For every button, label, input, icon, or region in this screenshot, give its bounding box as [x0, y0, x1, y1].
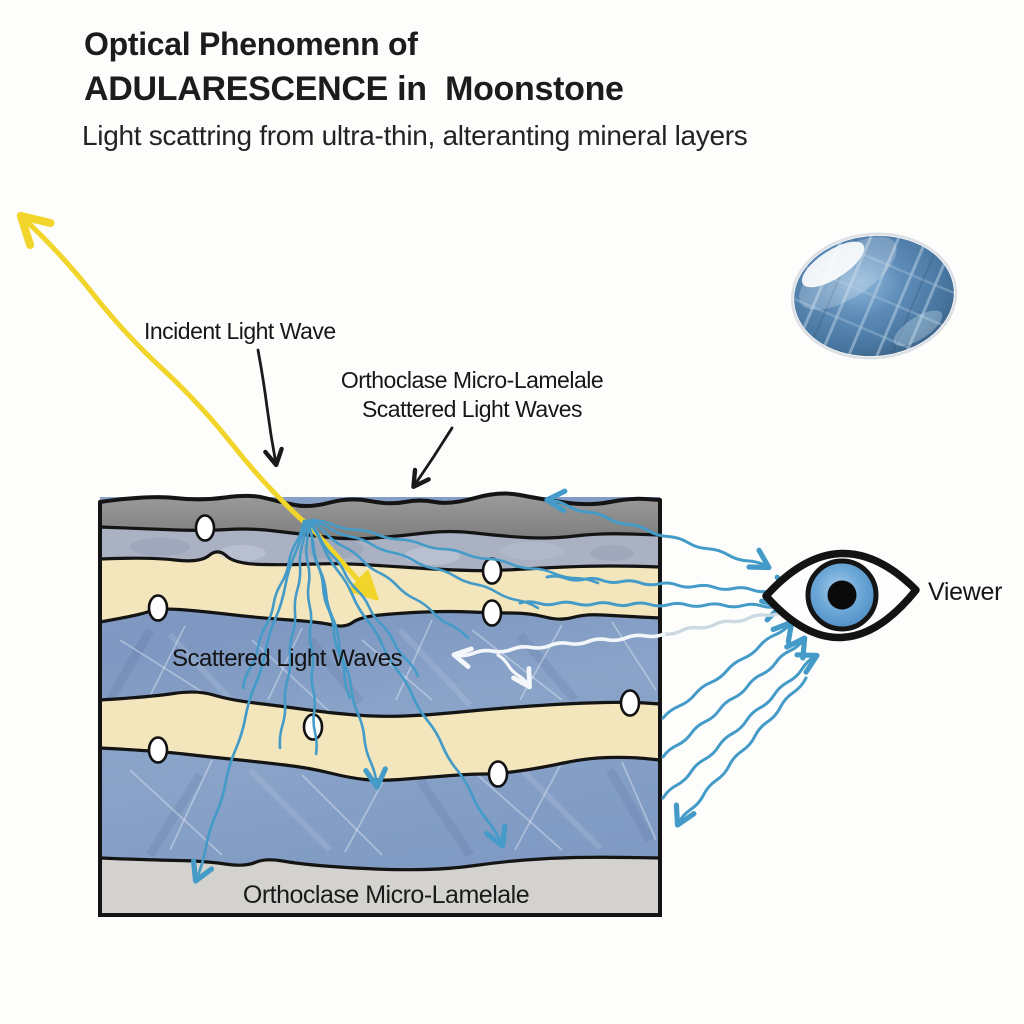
scattered-ray [309, 518, 600, 585]
scattered-ray [544, 488, 772, 571]
moonstone-cabochon [789, 229, 959, 363]
scattered-ray [304, 519, 318, 756]
scattered-ray [518, 598, 784, 623]
scattered-ray [306, 519, 420, 678]
scattered-ray [306, 519, 508, 849]
page-title-line1: Optical Phenomenn of [84, 26, 418, 62]
lamellae-callout-arrow [411, 426, 454, 489]
lamellae-callout-label: Orthoclase Micro-Lamelale Scattered Ligh… [336, 366, 608, 424]
scattered-ray [661, 652, 820, 800]
mineral-layer-stack [98, 491, 662, 917]
white-ray [451, 632, 666, 669]
scattered-ray [308, 519, 540, 610]
viewer-label: Viewer [928, 578, 1003, 606]
layer-gray-bottom [100, 857, 660, 915]
scattered-ray [661, 619, 795, 720]
white-ray [496, 653, 532, 690]
lamella-inclusions [147, 514, 641, 788]
page-title-line2: ADULARESCENCE in Moonstone [84, 70, 624, 108]
scattered-waves-label: Scattered Light Waves [172, 645, 403, 672]
bottom-layer-label: Orthoclase Micro-Lamelale [242, 881, 530, 909]
white-ray [662, 610, 784, 636]
lamellae-callout-line2: Scattered Light Waves [361, 396, 583, 422]
page-subtitle: Light scattring from ultra-thin, alteran… [82, 120, 748, 151]
scattered-ray [305, 519, 388, 790]
scattered-ray [545, 574, 793, 599]
lamellae-callout-line1: Orthoclase Micro-Lamelale [340, 367, 604, 393]
eye-icon [762, 549, 920, 642]
incident-callout-arrow [256, 348, 284, 468]
layer-cream-lamella-2 [100, 692, 660, 781]
light-ray-arrows [16, 211, 820, 884]
scattered-ray [661, 635, 808, 759]
scattered-ray [191, 519, 307, 884]
scattered-ray [673, 676, 808, 828]
incident-light-label: Incident Light Wave [144, 318, 336, 344]
incident-ray [16, 211, 306, 524]
scattered-ray [241, 519, 306, 690]
scattered-ray [278, 519, 307, 750]
scattered-ray [307, 519, 470, 640]
